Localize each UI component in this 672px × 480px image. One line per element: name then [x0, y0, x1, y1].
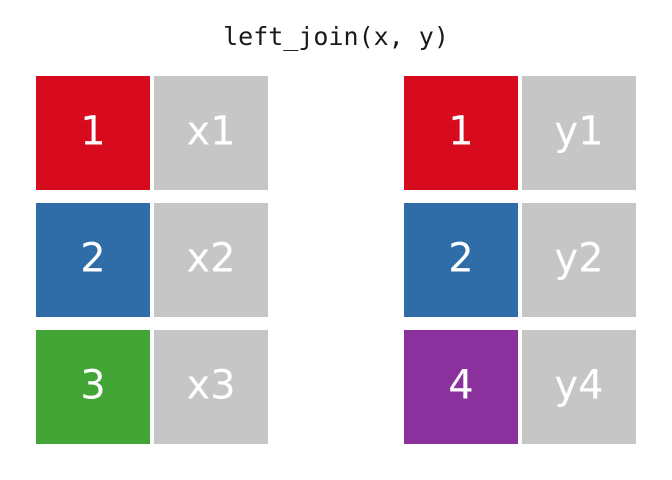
value-cell: y2: [522, 203, 636, 317]
table-row: 1 y1: [404, 76, 636, 190]
value-cell-label: x1: [186, 108, 236, 155]
value-cell-label: x2: [186, 235, 236, 282]
value-cell-label: y2: [554, 235, 604, 282]
key-cell: 4: [404, 330, 518, 444]
key-cell-label: 1: [80, 108, 106, 155]
table-row: 4 y4: [404, 330, 636, 444]
value-cell-label: y1: [554, 108, 604, 155]
value-cell-label: y4: [554, 362, 604, 409]
key-cell: 2: [36, 203, 150, 317]
key-cell: 1: [36, 76, 150, 190]
value-cell: y1: [522, 76, 636, 190]
table-row: 1 x1: [36, 76, 268, 190]
key-cell-label: 2: [448, 235, 474, 282]
key-cell: 3: [36, 330, 150, 444]
value-cell: x2: [154, 203, 268, 317]
diagram-title: left_join(x, y): [223, 22, 449, 51]
key-cell: 1: [404, 76, 518, 190]
key-cell-label: 1: [448, 108, 474, 155]
table-row: 3 x3: [36, 330, 268, 444]
table-x: 1 x1 2 x2 3 x3: [36, 76, 268, 444]
table-y: 1 y1 2 y2 4 y4: [404, 76, 636, 444]
key-cell-label: 3: [80, 362, 106, 409]
key-cell-label: 4: [448, 362, 474, 409]
table-row: 2 x2: [36, 203, 268, 317]
value-cell: y4: [522, 330, 636, 444]
value-cell: x1: [154, 76, 268, 190]
table-row: 2 y2: [404, 203, 636, 317]
value-cell: x3: [154, 330, 268, 444]
key-cell: 2: [404, 203, 518, 317]
value-cell-label: x3: [186, 362, 236, 409]
key-cell-label: 2: [80, 235, 106, 282]
